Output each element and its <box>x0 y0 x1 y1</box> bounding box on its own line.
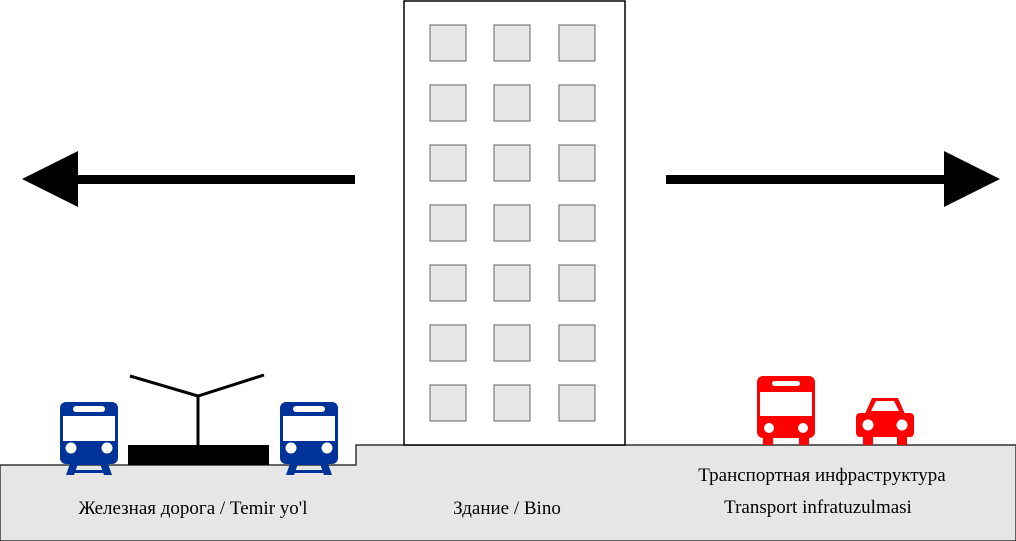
train-icon <box>60 402 118 475</box>
building-window <box>429 324 467 362</box>
building-window <box>558 204 596 242</box>
building-window <box>558 384 596 422</box>
building-window <box>558 264 596 302</box>
building-window <box>493 84 531 122</box>
building-window <box>558 24 596 62</box>
building-window <box>493 324 531 362</box>
building-window <box>429 84 467 122</box>
railway-platform <box>128 373 269 465</box>
arrow-right-icon <box>666 151 1000 207</box>
building <box>403 0 626 446</box>
building-window <box>493 24 531 62</box>
railway-label: Железная дорога / Temir yo'l <box>79 498 308 519</box>
transport-label-line2: Transport infratuzulmasi <box>724 497 912 518</box>
building-windows <box>429 24 596 422</box>
building-window <box>493 144 531 182</box>
arrow-left-icon <box>22 151 355 207</box>
building-window <box>558 324 596 362</box>
building-window <box>429 384 467 422</box>
building-label: Здание / Bino <box>453 498 561 519</box>
building-window <box>558 144 596 182</box>
building-window <box>558 84 596 122</box>
building-window <box>429 24 467 62</box>
car-icon <box>856 398 914 445</box>
building-window <box>493 384 531 422</box>
building-window <box>493 264 531 302</box>
building-window <box>493 204 531 242</box>
train-icon <box>280 402 338 475</box>
building-window <box>429 144 467 182</box>
building-window <box>429 204 467 242</box>
transport-label-line1: Транспортная инфраструктура <box>698 465 946 486</box>
bus-icon <box>757 376 815 445</box>
ground <box>0 444 1016 541</box>
building-window <box>429 264 467 302</box>
